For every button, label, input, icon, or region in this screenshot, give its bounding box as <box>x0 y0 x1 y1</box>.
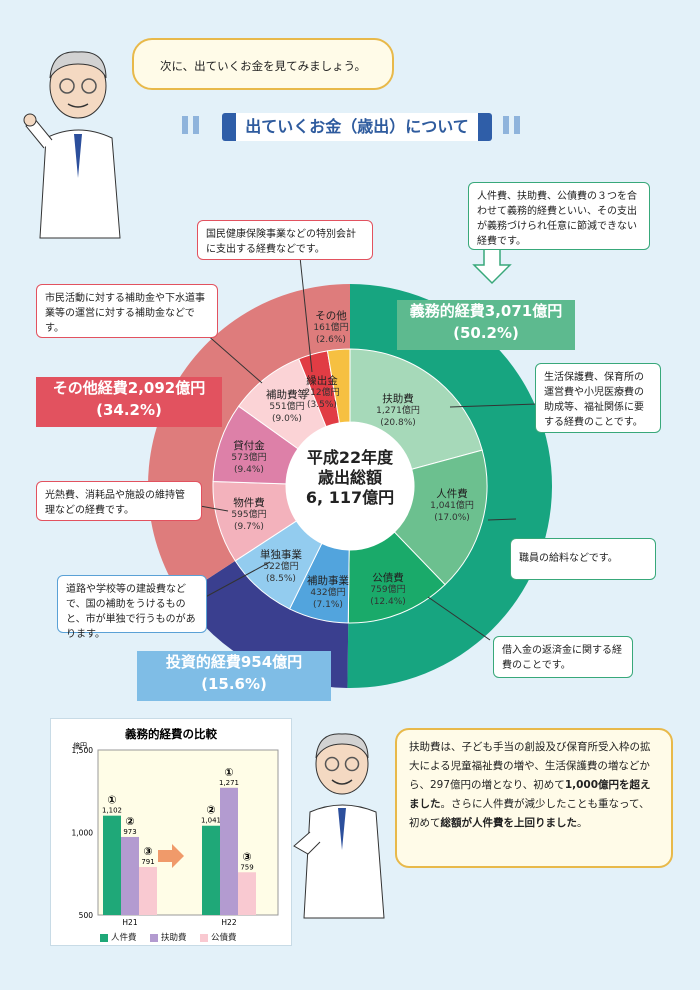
bar-marker: ① <box>107 794 116 807</box>
category-toushi-label: 投資的経費954億円(15.6%) <box>137 651 331 701</box>
doctor-illustration-bottom <box>293 733 385 919</box>
summary-speech-bubble: 扶助費は、子ども手当の創設及び保育所受入枠の拡大による児童福祉費の増や、生活保護… <box>395 728 673 868</box>
legend-kousai: 公債費 <box>200 931 237 943</box>
note-kousai: 借入金の返済金に関する経費のことです。 <box>493 636 633 678</box>
note-tandoku: 道路や学校等の建設費などで、国の補助をうけるものと、市が単独で行うものがあります… <box>57 575 207 640</box>
intro-speech-bubble: 次に、出ていくお金を見てみましょう。 <box>132 38 394 90</box>
bar-H21-0 <box>103 815 121 915</box>
summary-text: 。さらに人件費が減少したことも重なって、初めて <box>409 798 650 829</box>
bar-value-label: 973 <box>123 828 136 836</box>
gimu-comparison-bar-chart: 義務的経費の比較億円5001,0001,5001,102①973②791③H21… <box>72 727 279 927</box>
bar-H21-2 <box>139 866 157 915</box>
bar-H22-2 <box>238 872 256 915</box>
bar-value-label: 791 <box>141 858 154 866</box>
donut-center-total: 平成22年度 歳出総額 6, 117億円 <box>305 448 395 507</box>
y-axis-unit: 億円 <box>73 741 87 750</box>
legend-fujo: 扶助費 <box>150 931 187 943</box>
bar-marker: ③ <box>242 850 251 863</box>
y-tick-label: 500 <box>79 911 94 920</box>
note-hojo: 市民活動に対する補助金や下水道事業等の運営に対する補助金などです。 <box>36 284 218 338</box>
doctor-illustration-top <box>23 51 121 239</box>
category-sonota-label: その他経費2,092億円(34.2%) <box>36 377 222 427</box>
chart-title: 義務的経費の比較 <box>125 727 217 741</box>
bar-marker: ② <box>125 815 134 828</box>
bar-value-label: 1,271 <box>219 779 239 787</box>
bar-H22-0 <box>202 825 220 915</box>
bar-H22-1 <box>220 787 238 915</box>
note-kuridashi: 国民健康保険事業などの特別会計に支出する経費などです。 <box>197 220 373 260</box>
x-category-label: H21 <box>122 918 137 927</box>
note-gimu: 人件費、扶助費、公債費の３つを合わせて義務的経費といい、その支出が義務づけられ任… <box>468 182 650 250</box>
summary-text: 。 <box>577 817 588 829</box>
section-title: 出ていくお金（歳出）について <box>222 113 492 141</box>
legend-jinken: 人件費 <box>100 931 137 943</box>
x-category-label: H22 <box>221 918 236 927</box>
note-buppin: 光熱費、消耗品や施設の維持管理などの経費です。 <box>36 481 202 521</box>
summary-text: 扶助費は、子ども手当の創設及び保育所受入枠の拡大による児童福祉費の増や、生活保護… <box>409 741 651 791</box>
down-arrow-icon <box>472 246 512 285</box>
bar-marker: ① <box>224 766 233 779</box>
summary-emphasis: 総額が人件費を上回りました <box>440 817 578 829</box>
y-tick-label: 1,500 <box>72 746 94 755</box>
summary-emphasis: 1,000億円を超えました <box>409 779 651 810</box>
note-fujo: 生活保護費、保育所の運営費や小児医療費の助成等、福祉関係に要する経費のことです。 <box>535 363 661 433</box>
bar-value-label: 1,041 <box>201 817 221 825</box>
bar-marker: ③ <box>143 845 152 858</box>
bar-value-label: 1,102 <box>102 807 122 815</box>
outer-ring-gimu <box>347 284 553 689</box>
bar-marker: ② <box>206 804 215 817</box>
bar-value-label: 759 <box>240 863 253 871</box>
y-tick-label: 1,000 <box>72 829 94 838</box>
bar-H21-1 <box>121 836 139 915</box>
note-jinken: 職員の給料などです。 <box>510 538 656 580</box>
category-gimu-label: 義務的経費3,071億円(50.2%) <box>397 300 575 350</box>
right-arrow-icon <box>158 844 184 868</box>
donut-hole <box>286 422 414 550</box>
